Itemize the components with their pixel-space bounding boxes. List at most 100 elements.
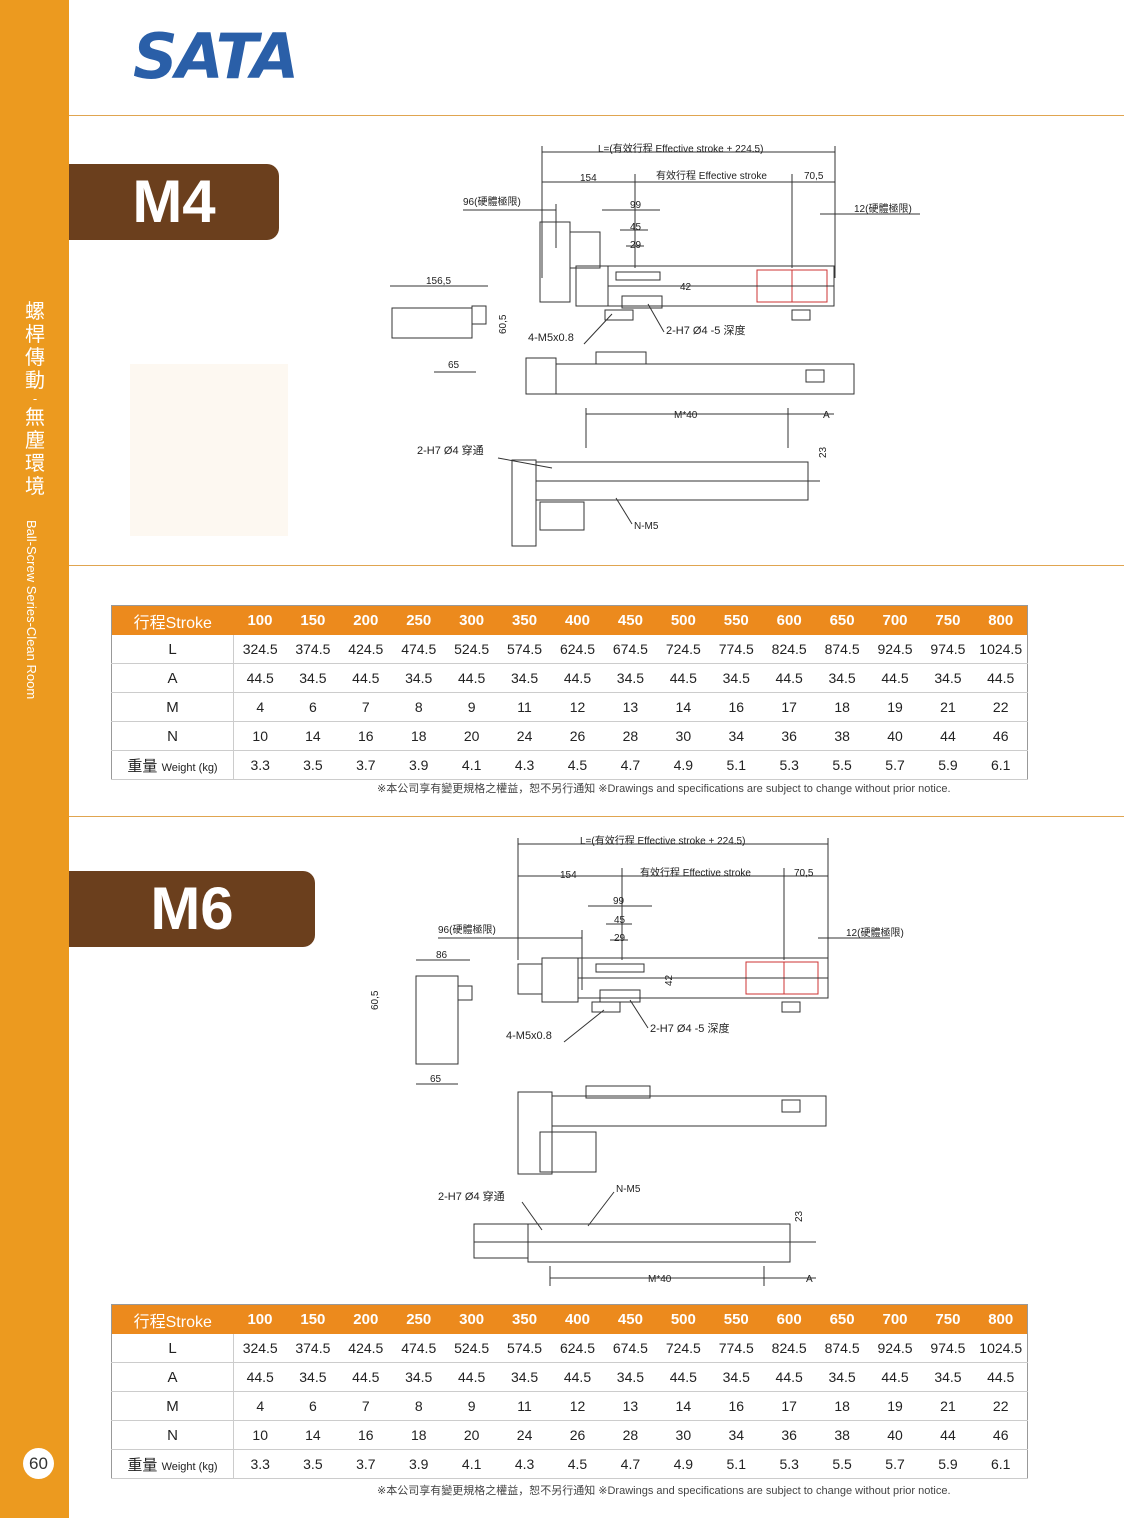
- table-cell: 6: [286, 692, 340, 722]
- table-cell: 624.5: [551, 1334, 604, 1363]
- weight-cell: 3.7: [339, 1449, 393, 1479]
- note-n-m5: N-M5: [634, 521, 659, 532]
- weight-cell: 4.9: [656, 750, 710, 780]
- table-cell: 21: [921, 1391, 975, 1421]
- table-cell: 44.5: [233, 663, 287, 693]
- table-cell: 24: [498, 1420, 552, 1450]
- weight-cell: 5.5: [815, 1449, 869, 1479]
- table-cell: 574.5: [498, 1334, 552, 1363]
- m6-spec-table: 行程Stroke 100 150 200 250 300 350 400 450…: [111, 1304, 1028, 1479]
- stroke-header: 行程Stroke: [111, 605, 234, 635]
- table-cell: 30: [656, 1420, 710, 1450]
- weight-cell: 3.5: [286, 1449, 340, 1479]
- table-cell: 16: [709, 1391, 763, 1421]
- weight-cell: 6.1: [974, 1449, 1028, 1479]
- table-cell: 18: [392, 1420, 446, 1450]
- table-cell: 30: [656, 721, 710, 751]
- table-cell: 28: [603, 721, 657, 751]
- row-label: L: [111, 635, 234, 664]
- dim-l-formula: L=(有效行程 Effective stroke + 224.5): [580, 834, 745, 847]
- sata-logo: SATA: [133, 20, 299, 93]
- stroke-cell: 300: [445, 605, 499, 635]
- weight-cell: 4.7: [603, 750, 657, 780]
- table-cell: 44.5: [656, 1362, 710, 1392]
- table-cell: 34.5: [921, 1362, 975, 1392]
- table-cell: 38: [815, 721, 869, 751]
- dim-45: 45: [614, 915, 626, 926]
- stroke-cell: 250: [392, 1304, 446, 1334]
- row-label: A: [111, 663, 234, 693]
- dim-60-5: 60,5: [498, 314, 509, 334]
- dim-42: 42: [664, 974, 675, 986]
- page-number: 60: [23, 1448, 54, 1479]
- weight-row: 重量 Weight (kg) 3.3 3.5 3.7 3.9 4.1 4.3 4…: [111, 1449, 1028, 1479]
- table-cell: 44.5: [551, 663, 604, 693]
- stroke-cell: 500: [656, 1304, 710, 1334]
- table-cell: 16: [709, 692, 763, 722]
- dim-65: 65: [448, 360, 460, 371]
- dim-86: 86: [436, 950, 448, 961]
- weight-cell: 4.5: [551, 750, 604, 780]
- weight-cell: 4.1: [445, 1449, 499, 1479]
- table-cell: 6: [286, 1391, 340, 1421]
- row-label: M: [111, 1391, 234, 1421]
- table-cell: 44.5: [974, 663, 1028, 693]
- table-cell: 34.5: [709, 1362, 763, 1392]
- row-label: N: [111, 721, 234, 751]
- dim-70: 70,5: [794, 868, 814, 879]
- table-cell: 374.5: [286, 635, 340, 664]
- spec-notice: ※本公司享有變更規格之權益，恕不另行通知 ※Drawings and speci…: [377, 783, 951, 795]
- table-cell: 34.5: [392, 1362, 446, 1392]
- weight-cell: 5.9: [921, 1449, 975, 1479]
- weight-cell: 6.1: [974, 750, 1028, 780]
- table-cell: 9: [445, 692, 499, 722]
- table-cell: 1024.5: [974, 635, 1028, 664]
- table-cell: 44.5: [445, 1362, 499, 1392]
- weight-label: 重量 Weight (kg): [111, 1449, 234, 1479]
- table-cell: 26: [551, 721, 604, 751]
- table-cell: 474.5: [392, 635, 446, 664]
- weight-cell: 3.3: [233, 1449, 287, 1479]
- weight-cell: 5.7: [868, 750, 922, 780]
- table-cell: 13: [603, 1391, 657, 1421]
- table-cell: 40: [868, 1420, 922, 1450]
- table-cell: 874.5: [815, 1334, 869, 1363]
- table-cell: 44.5: [974, 1362, 1028, 1392]
- dim-156: 156,5: [426, 276, 451, 287]
- table-cell: 674.5: [603, 1334, 657, 1363]
- table-header-row: 行程Stroke 100 150 200 250 300 350 400 450…: [111, 1304, 1028, 1334]
- stroke-cell: 300: [445, 1304, 499, 1334]
- table-cell: 20: [445, 1420, 499, 1450]
- table-cell: 34: [709, 1420, 763, 1450]
- sidebar-char: -: [32, 392, 38, 406]
- weight-cell: 5.9: [921, 750, 975, 780]
- table-cell: 474.5: [392, 1334, 446, 1363]
- row-label: M: [111, 692, 234, 722]
- table-cell: 24: [498, 721, 552, 751]
- stroke-cell: 450: [603, 1304, 657, 1334]
- sidebar-char: 動: [25, 368, 45, 392]
- m4-technical-drawing: L=(有效行程 Effective stroke + 224.5) 154 有效…: [390, 142, 920, 547]
- weight-cell: 4.5: [551, 1449, 604, 1479]
- dim-65: 65: [430, 1074, 442, 1085]
- table-cell: 14: [656, 692, 710, 722]
- table-cell: 34.5: [392, 663, 446, 693]
- table-cell: 11: [498, 692, 552, 722]
- table-cell: 44.5: [445, 663, 499, 693]
- table-cell: 524.5: [445, 1334, 499, 1363]
- dim-l-formula: L=(有效行程 Effective stroke + 224.5): [598, 142, 763, 155]
- stroke-cell: 700: [868, 1304, 922, 1334]
- dim-a: A: [823, 410, 830, 421]
- table-cell: 16: [339, 1420, 393, 1450]
- sidebar-char: 傳: [25, 345, 45, 369]
- stroke-cell: 550: [709, 605, 763, 635]
- stroke-cell: 800: [974, 1304, 1028, 1334]
- weight-cell: 4.9: [656, 1449, 710, 1479]
- table-cell: 38: [815, 1420, 869, 1450]
- sidebar-char: 無: [25, 405, 45, 429]
- table-cell: 34.5: [498, 1362, 552, 1392]
- stroke-header: 行程Stroke: [111, 1304, 234, 1334]
- weight-cell: 3.5: [286, 750, 340, 780]
